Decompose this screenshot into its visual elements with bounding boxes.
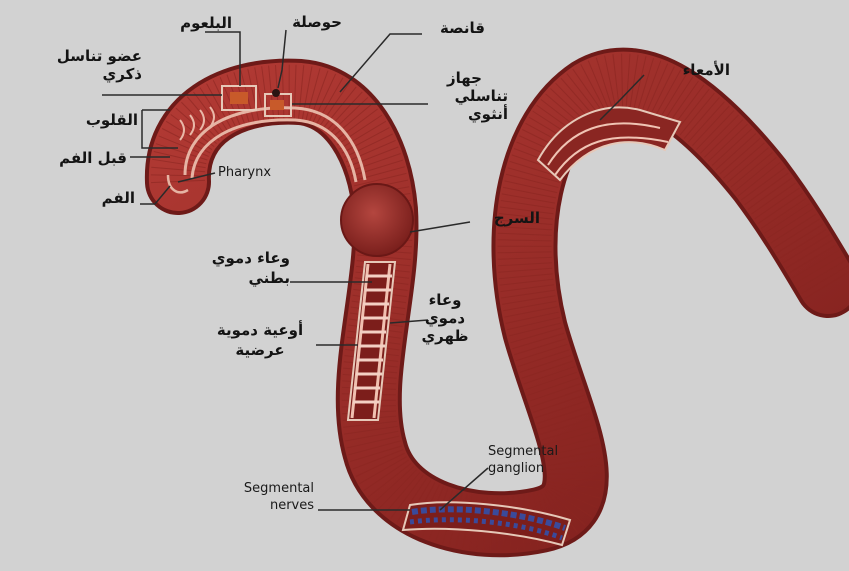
- label-female-organ-line2: تناسلي: [420, 88, 508, 105]
- label-female-organ-line3: أنثوي: [420, 106, 508, 123]
- label-pharynx-ar: البلعوم: [152, 15, 232, 32]
- label-ventral-vessel-line2: بطني: [200, 270, 290, 287]
- label-male-organ-line1: عضو تناسل: [12, 48, 142, 65]
- male-organ-mark: [230, 92, 248, 104]
- label-crop: حوصلة: [252, 14, 342, 31]
- label-pharynx-en: Pharynx: [218, 164, 271, 181]
- label-female-organ-line1: جهاز: [420, 70, 482, 87]
- female-organ-mark: [270, 100, 284, 110]
- label-segmental-nerves-line2: nerves: [218, 497, 314, 514]
- label-clitellum: السرج: [460, 210, 540, 227]
- label-segmental-nerves-line1: Segmental: [218, 480, 314, 497]
- label-ventral-vessel-line1: وعاء دموي: [200, 250, 290, 267]
- label-transverse-vessels-line2: عرضية: [200, 342, 320, 359]
- label-dorsal-vessel-line3: ظهري: [415, 328, 475, 345]
- label-transverse-vessels-line1: أوعية دموية: [200, 322, 320, 339]
- label-segmental-ganglion-line2: ganglion: [488, 460, 544, 477]
- clitellum: [341, 184, 413, 256]
- label-prostomium: قبل الفم: [15, 150, 127, 167]
- label-gizzard: قانصة: [405, 20, 485, 37]
- label-dorsal-vessel-line1: وعاء: [415, 292, 475, 309]
- label-mouth: الفم: [40, 190, 135, 207]
- label-hearts: القلوب: [20, 112, 138, 129]
- crop-dot: [272, 89, 280, 97]
- label-male-organ-line2: ذكري: [12, 66, 142, 83]
- label-intestine: الأمعاء: [630, 62, 730, 79]
- label-dorsal-vessel-line2: دموي: [415, 310, 475, 327]
- label-segmental-ganglion-line1: Segmental: [488, 443, 558, 460]
